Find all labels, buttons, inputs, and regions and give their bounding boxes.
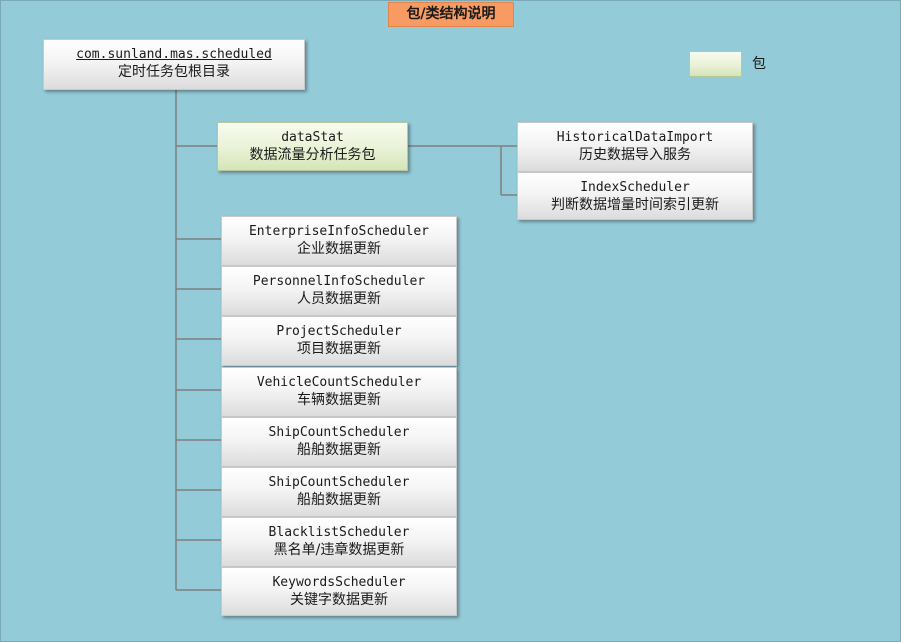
class-code: ShipCountScheduler: [268, 425, 410, 440]
class-code: VehicleCountScheduler: [256, 375, 422, 390]
class-node: PersonnelInfoScheduler 人员数据更新: [221, 266, 457, 316]
package-child-node: IndexScheduler 判断数据增量时间索引更新: [517, 172, 753, 220]
class-code: EnterpriseInfoScheduler: [248, 224, 429, 239]
root-code: com.sunland.mas.scheduled: [76, 47, 272, 62]
root-desc: 定时任务包根目录: [118, 64, 230, 80]
class-node: ShipCountScheduler 船舶数据更新: [221, 417, 457, 467]
package-code: dataStat: [281, 130, 344, 145]
class-desc: 项目数据更新: [297, 341, 381, 357]
legend-package-label: 包: [752, 56, 766, 72]
package-desc: 数据流量分析任务包: [249, 147, 376, 163]
class-node: BlacklistScheduler 黑名单/违章数据更新: [221, 517, 457, 567]
package-child-desc: 判断数据增量时间索引更新: [551, 197, 719, 213]
package-node: dataStat 数据流量分析任务包: [217, 122, 408, 171]
package-child-node: HistoricalDataImport 历史数据导入服务: [517, 122, 753, 172]
package-child-code: IndexScheduler: [580, 180, 690, 195]
diagram-title: 包/类结构说明: [388, 2, 514, 27]
class-node: ShipCountScheduler 船舶数据更新: [221, 467, 457, 517]
class-node: ProjectScheduler 项目数据更新: [221, 316, 457, 366]
class-node: EnterpriseInfoScheduler 企业数据更新: [221, 216, 457, 266]
class-desc: 船舶数据更新: [297, 442, 381, 458]
class-desc: 船舶数据更新: [297, 492, 381, 508]
class-desc: 黑名单/违章数据更新: [273, 542, 405, 558]
class-code: KeywordsScheduler: [272, 575, 406, 590]
class-desc: 关键字数据更新: [290, 592, 388, 608]
root-node: com.sunland.mas.scheduled 定时任务包根目录: [43, 39, 305, 90]
class-desc: 车辆数据更新: [297, 392, 381, 408]
class-desc: 企业数据更新: [297, 241, 381, 257]
class-code: ProjectScheduler: [276, 324, 402, 339]
class-code: ShipCountScheduler: [268, 475, 410, 490]
package-child-desc: 历史数据导入服务: [579, 147, 691, 163]
class-desc: 人员数据更新: [297, 291, 381, 307]
class-node: VehicleCountScheduler 车辆数据更新: [221, 367, 457, 417]
class-code: PersonnelInfoScheduler: [252, 274, 426, 289]
class-code: BlacklistScheduler: [268, 525, 410, 540]
class-node: KeywordsScheduler 关键字数据更新: [221, 567, 457, 616]
package-child-code: HistoricalDataImport: [556, 130, 714, 145]
legend-package-swatch: [689, 51, 742, 77]
